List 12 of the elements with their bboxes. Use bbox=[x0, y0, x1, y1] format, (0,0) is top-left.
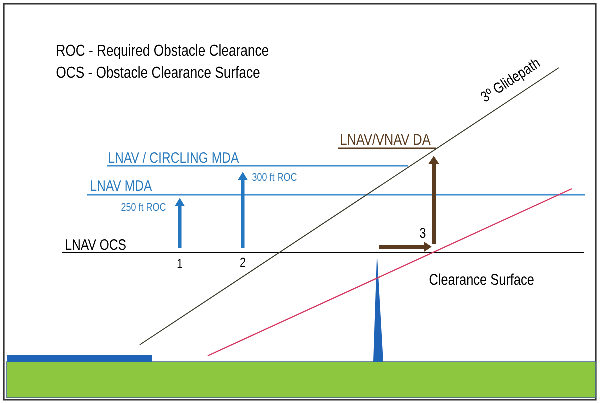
altitude-label: LNAV/VNAV DA bbox=[341, 134, 431, 146]
callout-number: 2 bbox=[240, 258, 246, 267]
callout-number: 1 bbox=[178, 259, 182, 268]
altitude-label: LNAV MDA bbox=[91, 180, 152, 191]
surface-label: LNAV OCS bbox=[66, 240, 126, 250]
callout-number: 3 bbox=[420, 228, 426, 238]
surface-label: Clearance Surface bbox=[430, 274, 534, 286]
abbreviation-note: ROC - Required Obstacle Clearance bbox=[57, 44, 268, 60]
roc-label: 300 ft ROC bbox=[252, 173, 297, 182]
roc-label: 250 ft ROC bbox=[122, 203, 166, 212]
altitude-label: LNAV / CIRCLING MDA bbox=[109, 152, 240, 164]
abbreviation-note: OCS - Obstacle Clearance Surface bbox=[56, 66, 260, 78]
